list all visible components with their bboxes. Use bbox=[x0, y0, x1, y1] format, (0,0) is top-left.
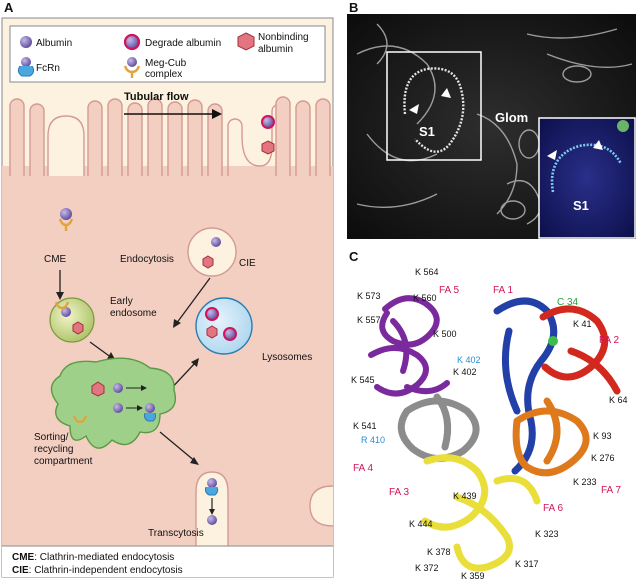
s1-region-box bbox=[386, 51, 482, 161]
lateral-membrane bbox=[309, 485, 334, 527]
k233-label: K 233 bbox=[573, 477, 597, 487]
transcytosis-label: Transcytosis bbox=[148, 528, 204, 539]
cme-megcub-icon bbox=[58, 218, 74, 231]
fa1-label: FA 1 bbox=[493, 285, 513, 296]
k372-label: K 372 bbox=[415, 563, 439, 573]
k41-label: K 41 bbox=[573, 319, 592, 329]
k560-label: K 560 bbox=[413, 293, 437, 303]
panel-a-letter: A bbox=[4, 0, 14, 15]
legend-degrade: Degrade albumin bbox=[145, 38, 221, 49]
svg-text:CIE: Clathrin-independent endo: CIE: Clathrin-independent endocytosis bbox=[12, 565, 183, 576]
s1-label: S1 bbox=[419, 124, 435, 139]
panel-c-structure: FA 5 FA 1 FA 2 FA 4 FA 3 FA 6 FA 7 C 34 … bbox=[351, 267, 628, 581]
s1-tubule bbox=[403, 67, 465, 153]
microvilli bbox=[9, 96, 331, 176]
sorting-label-1: Sorting/ bbox=[34, 432, 69, 443]
degrade-albumin-lumen bbox=[261, 115, 275, 129]
c34-label: C 34 bbox=[557, 297, 579, 308]
k541-label: K 541 bbox=[353, 421, 377, 431]
cie-nonbinding bbox=[202, 255, 214, 269]
k500-label: K 500 bbox=[433, 329, 457, 339]
domain-purple bbox=[368, 295, 450, 397]
legend-megcub-1: Meg-Cub bbox=[145, 58, 187, 69]
albumin-icon bbox=[20, 36, 32, 48]
k276-label: K 276 bbox=[591, 453, 615, 463]
k317-label: K 317 bbox=[515, 559, 539, 569]
fa2-label: FA 2 bbox=[599, 335, 619, 346]
panel-b-micrograph: S1 Glom S1 bbox=[347, 14, 636, 239]
cme-label: CME bbox=[44, 254, 67, 265]
legend-box bbox=[9, 25, 326, 83]
fcrn-icon bbox=[17, 57, 35, 77]
glom-label: Glom bbox=[495, 110, 528, 125]
c34-site bbox=[548, 336, 558, 346]
arrowhead-icon bbox=[441, 88, 451, 98]
k444-label: K 444 bbox=[409, 519, 433, 529]
inset-image bbox=[538, 117, 636, 239]
k323-label: K 323 bbox=[535, 529, 559, 539]
legend-megcub-2: complex bbox=[145, 69, 182, 80]
cme-pit bbox=[47, 115, 85, 176]
legend-fcrn: FcRn bbox=[36, 63, 60, 74]
panel-b-letter: B bbox=[349, 0, 359, 15]
cie-vesicle bbox=[187, 227, 237, 277]
k545-label: K 545 bbox=[351, 375, 375, 385]
k439-label: K 439 bbox=[453, 491, 477, 501]
domain-orange bbox=[512, 397, 590, 477]
panel-c-letter: C bbox=[349, 249, 359, 264]
svg-text:CME: Clathrin-mediated endocyt: CME: Clathrin-mediated endocytosis bbox=[12, 552, 174, 563]
k93-label: K 93 bbox=[593, 431, 612, 441]
legend-nonbinding-2: albumin bbox=[258, 44, 293, 55]
tubular-flow-label: Tubular flow bbox=[124, 91, 189, 103]
s1-inset-label: S1 bbox=[573, 198, 589, 213]
cie-albumin bbox=[211, 237, 221, 247]
cme-albumin bbox=[60, 208, 72, 220]
legend-nonbinding-1: Nonbinding bbox=[258, 32, 309, 43]
sorting-compartment bbox=[50, 357, 177, 449]
k378-label: K 378 bbox=[427, 547, 451, 557]
nonbinding-albumin-icon bbox=[237, 32, 255, 51]
k64-label: K 64 bbox=[609, 395, 628, 405]
early-label-2: endosome bbox=[110, 308, 157, 319]
cie-invagination bbox=[227, 104, 277, 176]
sorting-label-2: recycling bbox=[34, 444, 73, 455]
footnote-cme-text: : Clathrin-mediated endocytosis bbox=[34, 552, 174, 563]
k573-label: K 573 bbox=[357, 291, 381, 301]
epithelial-cell bbox=[2, 166, 333, 546]
cie-label: CIE bbox=[239, 258, 256, 269]
degrade-albumin-icon bbox=[123, 33, 141, 51]
lysosomes-label: Lysosomes bbox=[262, 352, 312, 363]
arrowhead-icon bbox=[409, 104, 419, 114]
fa5-label: FA 5 bbox=[439, 285, 459, 296]
k402-blue-label: K 402 bbox=[457, 355, 481, 365]
domain-red bbox=[539, 305, 621, 395]
k402-label: K 402 bbox=[453, 367, 477, 377]
domain-yellow bbox=[421, 454, 541, 572]
fa6-label: FA 6 bbox=[543, 503, 563, 514]
tubule-structures bbox=[356, 23, 633, 225]
panel-a-diagram: Albumin Degrade albumin Nonbinding album… bbox=[1, 17, 334, 578]
k359-label: K 359 bbox=[461, 571, 485, 581]
k564-label: K 564 bbox=[415, 267, 439, 277]
domain-blue bbox=[493, 297, 558, 475]
footnote-cie-text: : Clathrin-independent endocytosis bbox=[29, 565, 183, 576]
k557-label: K 557 bbox=[357, 315, 381, 325]
lysosome bbox=[195, 297, 253, 355]
fa3-label: FA 3 bbox=[389, 487, 409, 498]
legend-albumin: Albumin bbox=[36, 38, 72, 49]
sorting-label-3: compartment bbox=[34, 456, 93, 467]
early-label-1: Early bbox=[110, 296, 133, 307]
nonbinding-albumin-lumen bbox=[261, 140, 275, 155]
r410-label: R 410 bbox=[361, 435, 385, 445]
endocytosis-label: Endocytosis bbox=[120, 254, 174, 265]
footnote-cme-abbr: CME bbox=[12, 552, 35, 563]
fa4-label: FA 4 bbox=[353, 463, 373, 474]
footnote-cie-abbr: CIE bbox=[12, 565, 29, 576]
domain-grey bbox=[397, 393, 480, 462]
meg-cub-icon bbox=[123, 57, 141, 78]
fa7-label: FA 7 bbox=[601, 485, 621, 496]
flow-arrow-icon bbox=[212, 109, 222, 119]
